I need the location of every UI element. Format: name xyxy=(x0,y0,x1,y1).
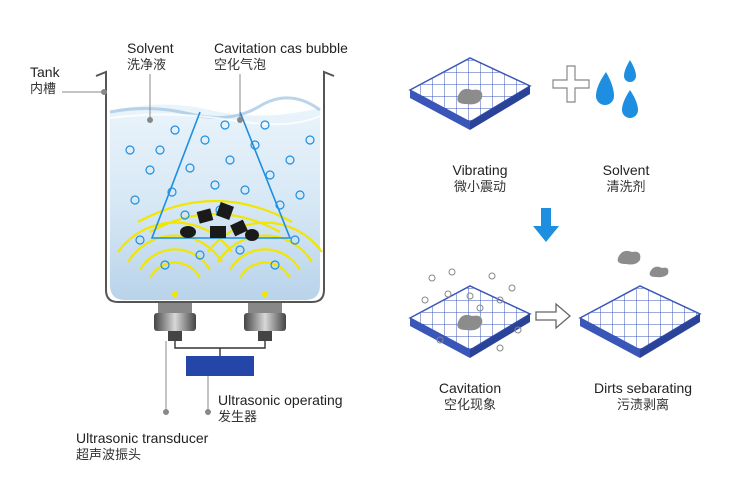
transducer-label-zh: 超声波振头 xyxy=(76,448,142,463)
ultrasonic-transducer-left xyxy=(154,303,196,341)
cavitation-bubbles xyxy=(125,120,315,270)
down-arrow-icon xyxy=(533,208,559,242)
cavitation-label-zh: 空化现象 xyxy=(443,398,496,413)
solvent-label-en: Solvent xyxy=(127,40,174,56)
generator-label-en: Ultrasonic operating xyxy=(218,392,343,408)
dirt-particles xyxy=(180,202,259,241)
cavitation-bubble-label-zh: 空化气泡 xyxy=(214,58,267,73)
vibrating-label-zh: 微小震动 xyxy=(453,180,506,195)
tank-diagram xyxy=(62,70,335,415)
cavitation-bubble-label: Cavitation cas bubble 空化气泡 xyxy=(214,40,348,74)
dirts-separating-label: Dirts sebarating 污渍剥离 xyxy=(578,380,708,414)
ultrasonic-transducer-right xyxy=(244,303,286,341)
ultrasonic-generator xyxy=(186,356,254,376)
cavitation-label: Cavitation 空化现象 xyxy=(420,380,520,414)
vibrating-surface xyxy=(408,57,532,130)
tank-label: Tank 内槽 xyxy=(30,64,60,98)
dirts-separating-label-zh: 污渍剥离 xyxy=(616,398,669,413)
water-drops-icon xyxy=(596,60,638,118)
tank-outline xyxy=(95,70,335,303)
transducer-label-en: Ultrasonic transducer xyxy=(76,430,209,446)
clean-surface xyxy=(578,250,702,358)
solvent-agent-label-zh: 清洗剂 xyxy=(606,180,646,195)
solvent-liquid xyxy=(110,104,320,300)
dirts-separating-label-en: Dirts sebarating xyxy=(593,380,693,396)
ultrasonic-waves xyxy=(117,200,323,279)
vibrating-label-en: Vibrating xyxy=(452,162,508,178)
transducer-label: Ultrasonic transducer 超声波振头 xyxy=(76,430,208,464)
separated-dirt xyxy=(617,250,641,265)
generator-label-zh: 发生器 xyxy=(218,410,258,425)
cavitation-bubble-label-en: Cavitation cas bubble xyxy=(214,40,348,56)
right-arrow-icon xyxy=(535,302,571,330)
vibrating-label: Vibrating 微小震动 xyxy=(430,162,530,196)
solvent-agent-label-en: Solvent xyxy=(602,162,650,178)
cavitation-label-en: Cavitation xyxy=(438,380,502,396)
tank-label-en: Tank xyxy=(30,64,60,80)
dirt-spot xyxy=(457,88,483,105)
generator-label: Ultrasonic operating 发生器 xyxy=(218,392,343,426)
solvent-agent-label: Solvent 清洗剂 xyxy=(576,162,676,196)
plus-icon xyxy=(552,65,590,103)
tank-label-zh: 内槽 xyxy=(30,82,57,97)
leader-lines xyxy=(62,74,243,415)
cavitation-surface xyxy=(408,268,532,358)
solvent-label: Solvent 洗净液 xyxy=(127,40,174,74)
solvent-label-zh: 洗净液 xyxy=(127,58,167,73)
